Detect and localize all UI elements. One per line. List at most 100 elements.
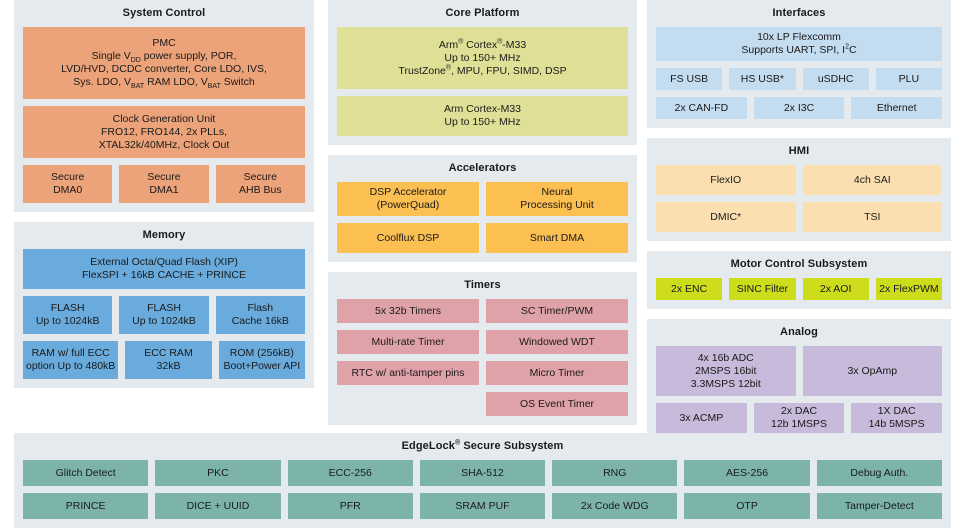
block-os-event-timer[interactable]: OS Event Timer: [486, 392, 628, 416]
block-dsp-accelerator[interactable]: DSP Accelerator (PowerQuad): [337, 182, 479, 216]
block-fs-usb[interactable]: FS USB: [656, 68, 723, 90]
dac2-line-2: 12b 1MSPS: [770, 418, 828, 430]
block-multi-rate-timer[interactable]: Multi-rate Timer: [337, 330, 479, 354]
block-lp-flexcomm[interactable]: 10x LP Flexcomm Supports UART, SPI, I2C: [656, 27, 942, 61]
block-rom[interactable]: ROM (256kB) Boot+Power API: [218, 341, 305, 379]
block-flash-1[interactable]: FLASH Up to 1024kB: [119, 296, 209, 334]
block-micro-timer[interactable]: Micro Timer: [486, 361, 628, 385]
panel-hmi: HMI FlexIO 4ch SAI DMIC* TSI: [647, 138, 951, 241]
pmc-line-2: Single VDD power supply, POR,: [91, 50, 237, 65]
panel-system-control: System Control PMC Single VDD power supp…: [14, 0, 314, 212]
middle-column: Core Platform Arm® Cortex®-M33 Up to 150…: [328, 0, 637, 435]
block-rng[interactable]: RNG: [552, 460, 678, 486]
block-tamper-detect[interactable]: Tamper-Detect: [816, 493, 942, 519]
external-flash-line-2: FlexSPI + 16kB CACHE + PRINCE: [82, 269, 246, 281]
cgu-line-3: XTAL32k/40MHz, Clock Out: [98, 138, 230, 151]
block-2x-aoi[interactable]: 2x AOI: [802, 278, 869, 300]
opamp-line-1: 3x OpAmp: [847, 364, 898, 377]
block-2x-dac[interactable]: 2x DAC 12b 1MSPS: [753, 403, 845, 433]
block-windowed-wdt[interactable]: Windowed WDT: [486, 330, 628, 354]
block-neural-processing-unit[interactable]: Neural Processing Unit: [486, 182, 628, 216]
adc-line-2: 2MSPS 16bit: [695, 364, 757, 377]
adc-line-1: 4x 16b ADC: [697, 351, 754, 364]
dsp-accel-line-2: (PowerQuad): [376, 199, 440, 211]
block-ecc-ram[interactable]: ECC RAM 32kB: [125, 341, 212, 379]
panel-motor-control: Motor Control Subsystem 2x ENC SINC Filt…: [647, 251, 951, 309]
block-2x-flexpwm[interactable]: 2x FlexPWM: [875, 278, 942, 300]
pmc-line-4: Sys. LDO, VBAT RAM LDO, VBAT Switch: [73, 76, 255, 91]
block-clock-generation-unit[interactable]: Clock Generation Unit FRO12, FRO144, 2x …: [23, 106, 305, 158]
block-2x-code-wdg[interactable]: 2x Code WDG: [552, 493, 678, 519]
secure-dma1-line-1: Secure: [147, 171, 181, 183]
block-ram-ecc[interactable]: RAM w/ full ECC option Up to 480kB: [23, 341, 119, 379]
panel-title-edgelock: EdgeLock® Secure Subsystem: [401, 439, 564, 452]
right-column: Interfaces 10x LP Flexcomm Supports UART…: [647, 0, 951, 481]
flash-cache-line-2: Cache 16kB: [231, 315, 289, 327]
block-ethernet[interactable]: Ethernet: [851, 97, 943, 119]
block-pkc[interactable]: PKC: [155, 460, 281, 486]
block-4ch-sai[interactable]: 4ch SAI: [802, 165, 942, 195]
ecc-ram-line-2: 32kB: [156, 360, 181, 372]
block-flash-0[interactable]: FLASH Up to 1024kB: [23, 296, 113, 334]
block-aes-256[interactable]: AES-256: [684, 460, 810, 486]
block-1x-dac[interactable]: 1X DAC 14b 5MSPS: [851, 403, 943, 433]
block-rtc[interactable]: RTC w/ anti-tamper pins: [337, 361, 479, 385]
block-adc[interactable]: 4x 16b ADC 2MSPS 16bit 3.3MSPS 12bit: [656, 346, 796, 396]
left-column: System Control PMC Single VDD power supp…: [14, 0, 314, 398]
block-sha-512[interactable]: SHA-512: [419, 460, 546, 486]
panel-title-system-control: System Control: [122, 7, 206, 19]
block-i3c[interactable]: 2x I3C: [753, 97, 845, 119]
block-acmp[interactable]: 3x ACMP: [656, 403, 747, 433]
block-usdhc[interactable]: uSDHC: [802, 68, 869, 90]
block-dice-uuid[interactable]: DICE + UUID: [155, 493, 281, 519]
flash-cache-line-1: Flash: [247, 302, 274, 314]
panel-edgelock-secure-subsystem: EdgeLock® Secure Subsystem Glitch Detect…: [14, 433, 951, 528]
block-secure-ahb-bus[interactable]: Secure AHB Bus: [215, 165, 305, 203]
block-secure-dma0[interactable]: Secure DMA0: [23, 165, 113, 203]
block-smart-dma[interactable]: Smart DMA: [486, 223, 628, 253]
block-ecc-256[interactable]: ECC-256: [287, 460, 413, 486]
panel-title-accelerators: Accelerators: [448, 162, 517, 174]
block-pfr[interactable]: PFR: [287, 493, 413, 519]
panel-title-memory: Memory: [142, 229, 186, 241]
block-glitch-detect[interactable]: Glitch Detect: [23, 460, 149, 486]
acmp-line-1: 3x ACMP: [679, 411, 724, 424]
block-sc-timer-pwm[interactable]: SC Timer/PWM: [486, 299, 628, 323]
block-flash-cache[interactable]: Flash Cache 16kB: [215, 296, 305, 334]
smart-dma-line-1: Smart DMA: [529, 231, 585, 244]
block-coolflux-dsp[interactable]: Coolflux DSP: [337, 223, 479, 253]
adc-line-3: 3.3MSPS 12bit: [690, 377, 761, 390]
panel-memory: Memory External Octa/Quad Flash (XIP) Fl…: [14, 222, 314, 388]
flexcomm-line-1: 10x LP Flexcomm: [757, 31, 841, 43]
block-otp[interactable]: OTP: [684, 493, 810, 519]
block-plu[interactable]: PLU: [875, 68, 942, 90]
block-pmc[interactable]: PMC Single VDD power supply, POR, LVD/HV…: [23, 27, 305, 99]
block-timer-5x32b[interactable]: 5x 32b Timers: [337, 299, 479, 323]
block-debug-auth[interactable]: Debug Auth.: [816, 460, 942, 486]
block-tsi[interactable]: TSI: [802, 202, 942, 232]
block-secure-dma1[interactable]: Secure DMA1: [119, 165, 209, 203]
secure-ahb-line-2: AHB Bus: [239, 184, 282, 196]
block-sram-puf[interactable]: SRAM PUF: [419, 493, 546, 519]
block-opamp[interactable]: 3x OpAmp: [802, 346, 942, 396]
block-2x-enc[interactable]: 2x ENC: [656, 278, 723, 300]
panel-interfaces: Interfaces 10x LP Flexcomm Supports UART…: [647, 0, 951, 128]
ram-ecc-line-2: option Up to 480kB: [26, 360, 116, 372]
core1-line-3: TrustZone®, MPU, FPU, SIMD, DSP: [398, 64, 567, 77]
block-prince[interactable]: PRINCE: [23, 493, 149, 519]
block-sinc-filter[interactable]: SINC Filter: [729, 278, 796, 300]
dac1-line-1: 1X DAC: [877, 405, 916, 417]
block-cortex-m33-second[interactable]: Arm Cortex-M33 Up to 150+ MHz: [337, 96, 628, 136]
npu-line-2: Processing Unit: [520, 199, 594, 211]
secure-dma1-line-2: DMA1: [149, 184, 179, 196]
panel-title-timers: Timers: [464, 279, 501, 291]
block-hs-usb[interactable]: HS USB*: [729, 68, 796, 90]
block-cortex-m33-main[interactable]: Arm® Cortex®-M33 Up to 150+ MHz TrustZon…: [337, 27, 628, 89]
ecc-ram-line-1: ECC RAM: [144, 347, 193, 359]
dac2-line-1: 2x DAC: [780, 405, 818, 417]
block-dmic[interactable]: DMIC*: [656, 202, 796, 232]
block-can-fd[interactable]: 2x CAN-FD: [656, 97, 747, 119]
block-flexio[interactable]: FlexIO: [656, 165, 796, 195]
block-external-flash[interactable]: External Octa/Quad Flash (XIP) FlexSPI +…: [23, 249, 305, 289]
